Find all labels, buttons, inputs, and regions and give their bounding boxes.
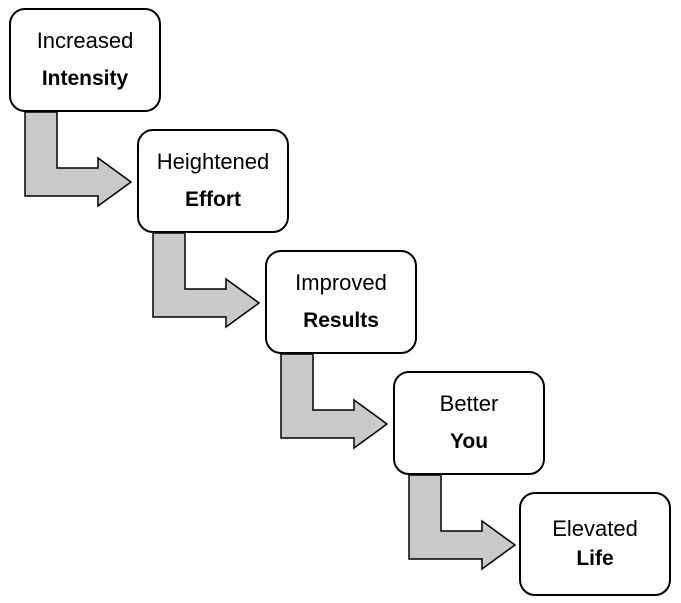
step-emphasis: Life xyxy=(576,547,614,570)
bent-arrow-4 xyxy=(408,474,517,571)
step-box-heightened-effort: Heightened Effort xyxy=(137,129,289,233)
step-label: Improved xyxy=(295,270,387,295)
step-label: Better xyxy=(439,391,499,416)
step-box-elevated-life: Elevated Life xyxy=(519,492,671,596)
step-box-improved-results: Improved Results xyxy=(265,250,417,354)
bent-arrow-3 xyxy=(280,353,389,450)
step-box-increased-intensity: Increased Intensity xyxy=(9,8,161,112)
step-label: Heightened xyxy=(156,149,270,174)
step-box-better-you: Better You xyxy=(393,371,545,475)
step-label: Increased xyxy=(36,28,134,53)
bent-arrow-2 xyxy=(152,232,261,329)
step-emphasis: Effort xyxy=(185,188,241,211)
step-emphasis: Intensity xyxy=(41,67,129,90)
step-emphasis: You xyxy=(449,430,489,453)
bent-arrow-1 xyxy=(24,111,133,208)
step-emphasis: Results xyxy=(303,309,379,332)
step-label: Elevated xyxy=(552,516,638,541)
